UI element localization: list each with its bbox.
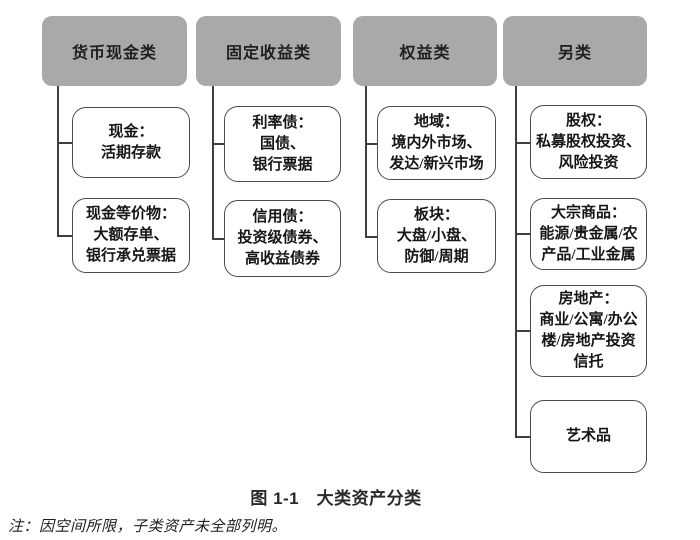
node-art: 艺术品 (530, 400, 647, 473)
node-label: 板块： 大盘/小盘、 防御/周期 (396, 206, 477, 265)
node-label: 房地产： 商业/公寓/办公 楼/房地产投资 信托 (539, 291, 638, 370)
category-header-label: 另类 (557, 45, 592, 62)
node-label: 现金： 活期存款 (100, 123, 161, 161)
figure-caption: 图 1-1 大类资产分类 (250, 489, 422, 508)
connector-stub-cash-equivalents (57, 235, 72, 237)
category-header-label: 货币现金类 (71, 45, 157, 62)
node-label: 利率债： 国债、 银行票据 (252, 114, 313, 173)
connector-line-col2 (212, 86, 214, 238)
connector-stub-art (515, 436, 530, 438)
node-sector: 板块： 大盘/小盘、 防御/周期 (377, 199, 496, 273)
connector-stub-sector (365, 236, 377, 238)
connector-stub-cash (57, 142, 72, 144)
connector-line-col3 (365, 86, 367, 236)
node-real-estate: 房地产： 商业/公寓/办公 楼/房地产投资 信托 (530, 285, 647, 377)
node-label: 艺术品 (565, 428, 611, 444)
connector-stub-commodities (515, 233, 530, 235)
category-header-monetary-cash: 货币现金类 (42, 16, 187, 86)
category-header-label: 权益类 (399, 45, 451, 62)
connector-line-col1 (57, 86, 59, 236)
node-label: 现金等价物： 大额存单、 银行承兑票据 (85, 206, 176, 264)
connector-stub-real-estate (515, 330, 530, 332)
connector-stub-rate-bonds (212, 143, 224, 145)
node-commodities: 大宗商品： 能源/贵金属/农 产品/工业金属 (530, 198, 647, 270)
figure-footnote: 注：因空间所限，子类资产未全部列明。 (8, 519, 288, 535)
node-label: 信用债： 投资级债券、 高收益债券 (237, 209, 328, 267)
category-header-alternative: 另类 (503, 16, 647, 86)
node-label: 大宗商品： 能源/贵金属/农 产品/工业金属 (539, 204, 638, 263)
node-cash-equivalents: 现金等价物： 大额存单、 银行承兑票据 (72, 198, 190, 273)
node-label: 股权： 私募股权投资、 风险投资 (535, 112, 641, 171)
connector-line-col4 (515, 86, 517, 437)
node-private-equity: 股权： 私募股权投资、 风险投资 (530, 105, 647, 179)
connector-stub-credit-bonds (212, 238, 224, 240)
category-header-label: 固定收益类 (225, 45, 311, 62)
node-credit-bonds: 信用债： 投资级债券、 高收益债券 (224, 200, 341, 277)
node-label: 地域： 境内外市场、 发达/新兴市场 (389, 113, 484, 172)
node-cash: 现金： 活期存款 (72, 107, 190, 178)
category-header-fixed-income: 固定收益类 (196, 16, 341, 86)
connector-stub-private-equity (515, 142, 530, 144)
node-region: 地域： 境内外市场、 发达/新兴市场 (377, 106, 496, 180)
connector-stub-region (365, 143, 377, 145)
node-interest-rate-bonds: 利率债： 国债、 银行票据 (224, 106, 341, 182)
category-header-equity: 权益类 (353, 16, 497, 86)
